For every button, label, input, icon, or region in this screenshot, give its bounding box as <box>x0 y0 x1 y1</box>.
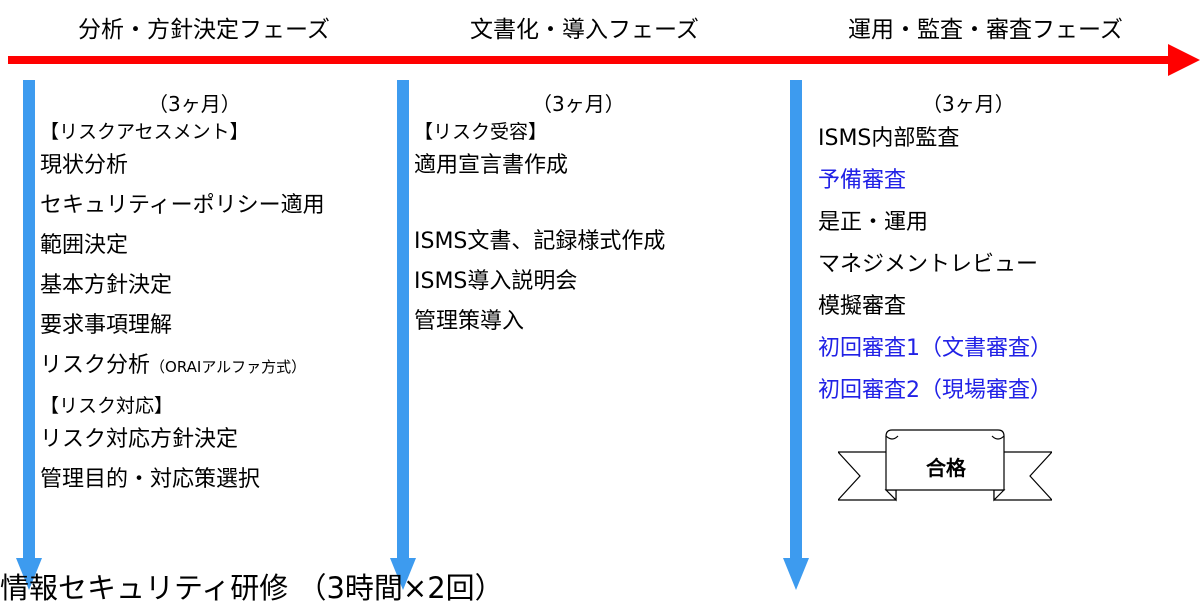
task-text: 【リスク対応】 <box>40 395 174 417</box>
section-header: 【リスク対応】 <box>40 392 325 420</box>
task-text: 範囲決定 <box>40 233 129 258</box>
phase-2-duration: （3ヶ月） <box>532 92 625 116</box>
task-item: ISMS導入説明会 <box>414 262 665 302</box>
pass-ribbon <box>838 429 1052 502</box>
task-text: ISMS導入説明会 <box>414 269 578 294</box>
task-text: ISMS内部監査 <box>818 126 960 151</box>
task-text: ISMS文書、記録様式作成 <box>414 229 666 254</box>
phase-2-down-arrow <box>390 80 416 590</box>
task-item: 予備審査 <box>818 160 1052 202</box>
task-item: セキュリティーポリシー適用 <box>40 186 325 226</box>
phase-2-task-list: 【リスク受容】適用宣言書作成 ISMS文書、記録様式作成 ISMS導入説明会管理策導… <box>414 118 665 342</box>
task-text: 初回審査1（文書審査） <box>818 336 1052 361</box>
task-item: 管理策導入 <box>414 302 665 342</box>
task-item: リスク分析（ORAIアルファ方式） <box>40 346 325 386</box>
task-item: 管理目的・対応策選択 <box>40 460 325 500</box>
task-text: 適用宣言書作成 <box>414 153 569 178</box>
task-text: 基本方針決定 <box>40 273 173 298</box>
task-text: リスク分析 <box>40 353 151 378</box>
task-text: 【リスク受容】 <box>414 121 548 143</box>
task-item: リスク対応方針決定 <box>40 420 325 460</box>
training-note: 情報セキュリティ研修 （3時間×2回） <box>0 571 504 605</box>
phase-3-down-arrow <box>783 80 809 590</box>
task-text: 現状分析 <box>40 153 129 178</box>
task-text: セキュリティーポリシー適用 <box>40 193 325 218</box>
task-text: 初回審査2（現場審査） <box>818 378 1052 403</box>
pass-label: 合格 <box>926 456 966 480</box>
task-text: 要求事項理解 <box>40 313 173 338</box>
task-item: 基本方針決定 <box>40 266 325 306</box>
phase-1-title: 分析・方針決定フェーズ <box>78 17 330 43</box>
phase-2-title: 文書化・導入フェーズ <box>470 17 699 43</box>
task-text: リスク対応方針決定 <box>40 427 239 452</box>
phase-1-duration: （3ヶ月） <box>148 92 241 116</box>
section-header: 【リスクアセスメント】 <box>40 118 325 146</box>
task-item: 模擬審査 <box>818 286 1052 328</box>
task-item: 是正・運用 <box>818 202 1052 244</box>
task-item: ISMS文書、記録様式作成 <box>414 222 665 262</box>
task-text: 【リスクアセスメント】 <box>40 121 249 143</box>
task-note: （ORAIアルファ方式） <box>150 358 307 376</box>
phase-3-title: 運用・監査・審査フェーズ <box>848 17 1123 43</box>
spacer <box>414 186 665 222</box>
phase-1-task-list: 【リスクアセスメント】現状分析セキュリティーポリシー適用範囲決定基本方針決定要求… <box>40 118 325 500</box>
timeline-arrow <box>8 44 1200 76</box>
task-text: 管理策導入 <box>414 309 525 334</box>
task-text: 是正・運用 <box>818 210 929 235</box>
phase-1-down-arrow <box>16 80 42 590</box>
task-item: ISMS内部監査 <box>818 118 1052 160</box>
task-text: 模擬審査 <box>818 294 907 319</box>
task-item: 初回審査1（文書審査） <box>818 328 1052 370</box>
task-text: マネジメントレビュー <box>818 252 1039 277</box>
task-text: 予備審査 <box>818 168 907 193</box>
task-item: 現状分析 <box>40 146 325 186</box>
task-item: 適用宣言書作成 <box>414 146 665 186</box>
task-item: 範囲決定 <box>40 226 325 266</box>
phase-3-duration: （3ヶ月） <box>922 92 1015 116</box>
section-header: 【リスク受容】 <box>414 118 665 146</box>
task-item: 初回審査2（現場審査） <box>818 370 1052 412</box>
task-item: マネジメントレビュー <box>818 244 1052 286</box>
task-item: 要求事項理解 <box>40 306 325 346</box>
phase-3-task-list: ISMS内部監査予備審査是正・運用マネジメントレビュー模擬審査初回審査1（文書審… <box>818 118 1052 412</box>
task-text: 管理目的・対応策選択 <box>40 467 261 492</box>
